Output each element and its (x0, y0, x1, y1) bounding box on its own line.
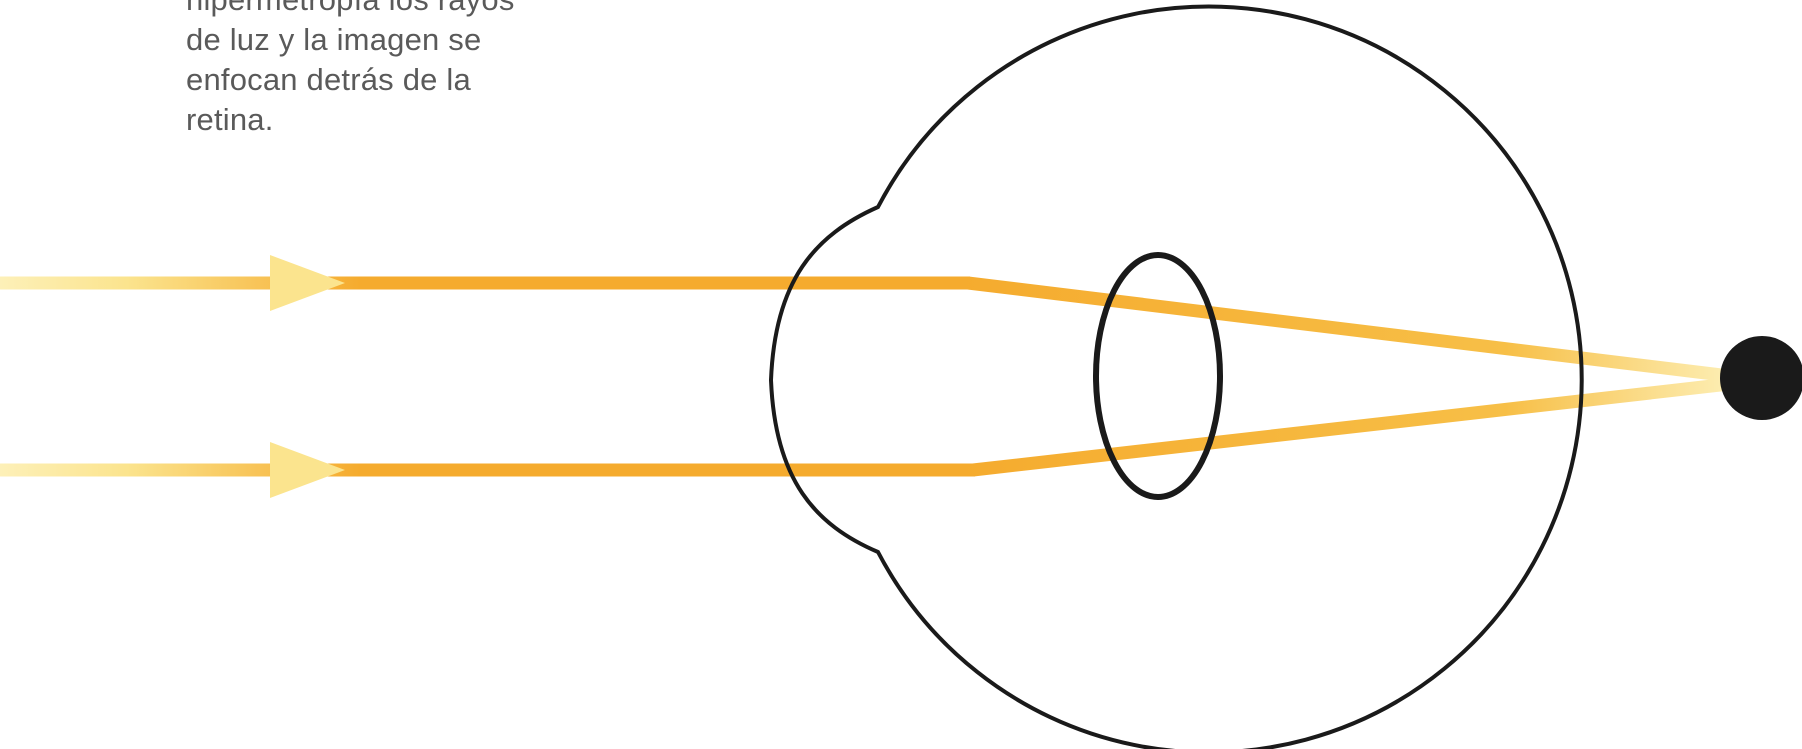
triangle-arrow-icon (270, 442, 345, 498)
filled-circle-icon (1720, 336, 1802, 420)
lower-ray-refracted (973, 383, 1738, 470)
lower-light-ray (0, 383, 1738, 498)
upper-light-ray (0, 255, 1738, 377)
triangle-arrow-icon (270, 255, 345, 311)
upper-ray-refracted (968, 283, 1738, 377)
eyeball-outline (771, 7, 1582, 749)
eye-lens (1096, 255, 1220, 497)
